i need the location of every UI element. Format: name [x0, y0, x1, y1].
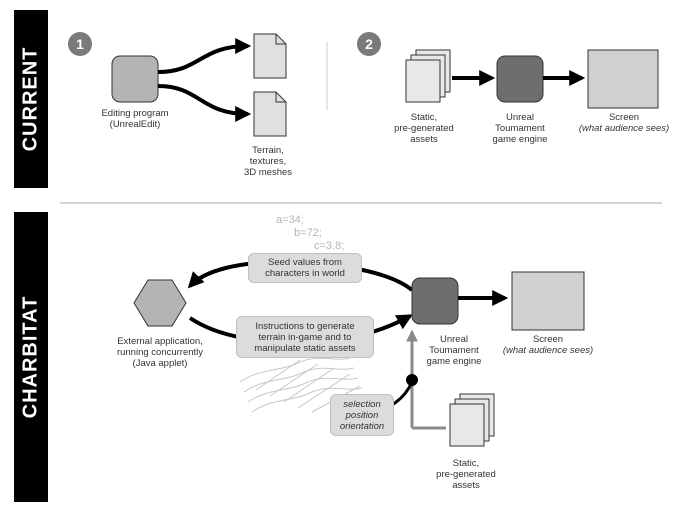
screen-box-charbitat: [511, 271, 585, 331]
screen-box-current: [587, 49, 659, 109]
terrain-mesh-sketch: [239, 357, 363, 413]
seed-value-a: a=34;: [276, 214, 304, 226]
step-badge-1: 1: [68, 32, 92, 56]
seed-value-b: b=72;: [294, 227, 322, 239]
engine-label-charbitat: Unreal Toumament game engine: [426, 334, 482, 367]
static-assets-label-current: Static, pre-generated assets: [394, 112, 454, 145]
terrain-label: Terrain, textures, 3D meshes: [243, 145, 293, 178]
engine-box-current: [496, 55, 544, 103]
instructions-box: Instructions to generate terrain in-game…: [236, 316, 374, 358]
static-assets-label-charbitat: Static, pre-generated assets: [436, 458, 496, 491]
screen-label-current: Screen (what audience sees): [578, 112, 670, 134]
editing-program-label: Editing program (UnrealEdit): [101, 108, 169, 130]
section-band-charbitat: CHARBITAT: [14, 212, 48, 502]
editing-program-box: [111, 55, 159, 103]
seed-values-box: Seed values from characters in world: [248, 253, 362, 283]
step-badge-2: 2: [357, 32, 381, 56]
document-icon-bottom: [253, 91, 287, 137]
seed-value-c: c=3.8;: [314, 240, 345, 252]
static-assets-stack-charbitat: [449, 393, 495, 447]
external-app-hexagon: [133, 279, 187, 327]
engine-box-charbitat: [411, 277, 459, 325]
engine-label-current: Unreal Toumament game engine: [492, 112, 548, 145]
arrow-editing-to-terrain-bottom: [157, 84, 252, 122]
junction-dot: [406, 374, 418, 386]
document-icon-top: [253, 33, 287, 79]
selection-box: selection position orientation: [330, 394, 394, 436]
section-band-current: CURRENT: [14, 10, 48, 188]
screen-label-charbitat: Screen (what audience sees): [502, 334, 594, 356]
external-app-label: External application, running concurrent…: [116, 336, 204, 369]
static-assets-stack-current: [405, 49, 451, 103]
arrow-editing-to-terrain-top: [157, 38, 252, 74]
